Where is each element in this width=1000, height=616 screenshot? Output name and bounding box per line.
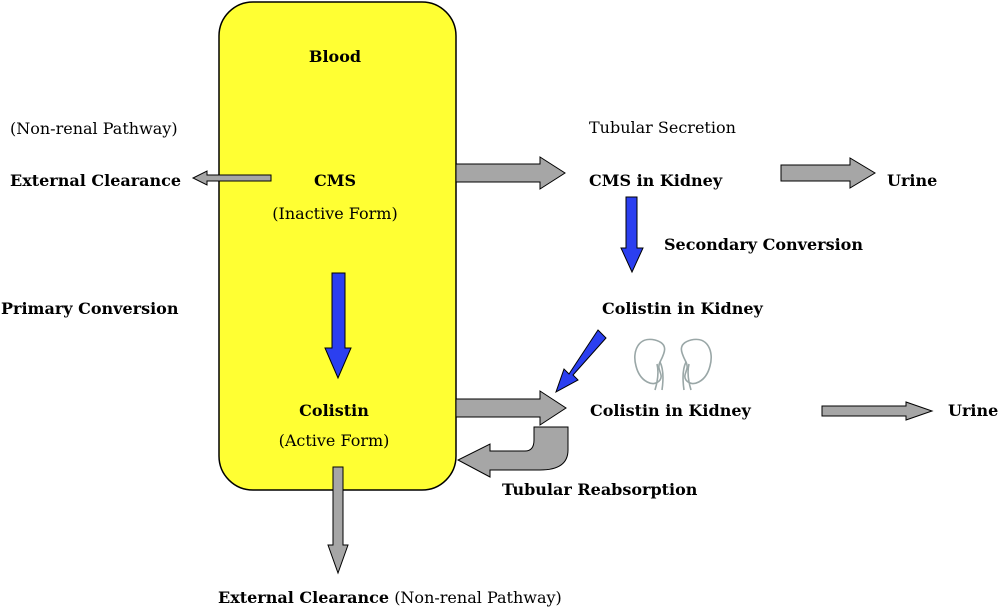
arrow-colistin-to-urine: [821, 401, 934, 421]
arrow-cms-external-clearance: [191, 170, 272, 186]
blood-title: Blood: [308, 47, 362, 66]
arrow-tubular-secretion: [455, 156, 566, 190]
external-clearance-bottom-pathway: (Non-renal Pathway): [394, 588, 562, 607]
kidney-icon: [634, 338, 712, 391]
colistin-label: Colistin: [299, 401, 369, 420]
secondary-conversion-label: Secondary Conversion: [664, 235, 863, 254]
arrow-secondary-conversion: [620, 196, 644, 274]
colistin-in-kidney-upper-label: Colistin in Kidney: [602, 299, 763, 318]
cms-label: CMS: [314, 171, 356, 190]
tubular-reabsorption-label: Tubular Reabsorption: [502, 480, 698, 499]
arrow-cms-to-urine: [780, 157, 876, 189]
arrow-colistin-kidney-diagonal: [555, 329, 607, 394]
external-clearance-bottom: External Clearance (Non-renal Pathway): [218, 588, 562, 608]
colistin-in-kidney-lower-label: Colistin in Kidney: [590, 401, 751, 420]
colistin-form-label: (Active Form): [278, 431, 390, 450]
arrow-tubular-reabsorption: [456, 426, 569, 478]
nonrenal-pathway-label: (Non-renal Pathway): [10, 119, 178, 138]
primary-conversion-label: Primary Conversion: [1, 299, 179, 318]
urine-top-label: Urine: [887, 171, 938, 190]
arrow-primary-conversion: [324, 272, 352, 380]
external-clearance-bottom-title: External Clearance: [218, 588, 390, 607]
arrow-colistin-external-clearance: [327, 466, 349, 575]
arrow-colistin-to-kidney: [455, 390, 567, 426]
urine-bottom-label: Urine: [948, 401, 999, 420]
cms-form-label: (Inactive Form): [272, 204, 398, 223]
external-clearance-left: External Clearance: [10, 171, 182, 190]
cms-in-kidney-label: CMS in Kidney: [589, 171, 723, 190]
tubular-secretion-label: Tubular Secretion: [589, 118, 736, 137]
